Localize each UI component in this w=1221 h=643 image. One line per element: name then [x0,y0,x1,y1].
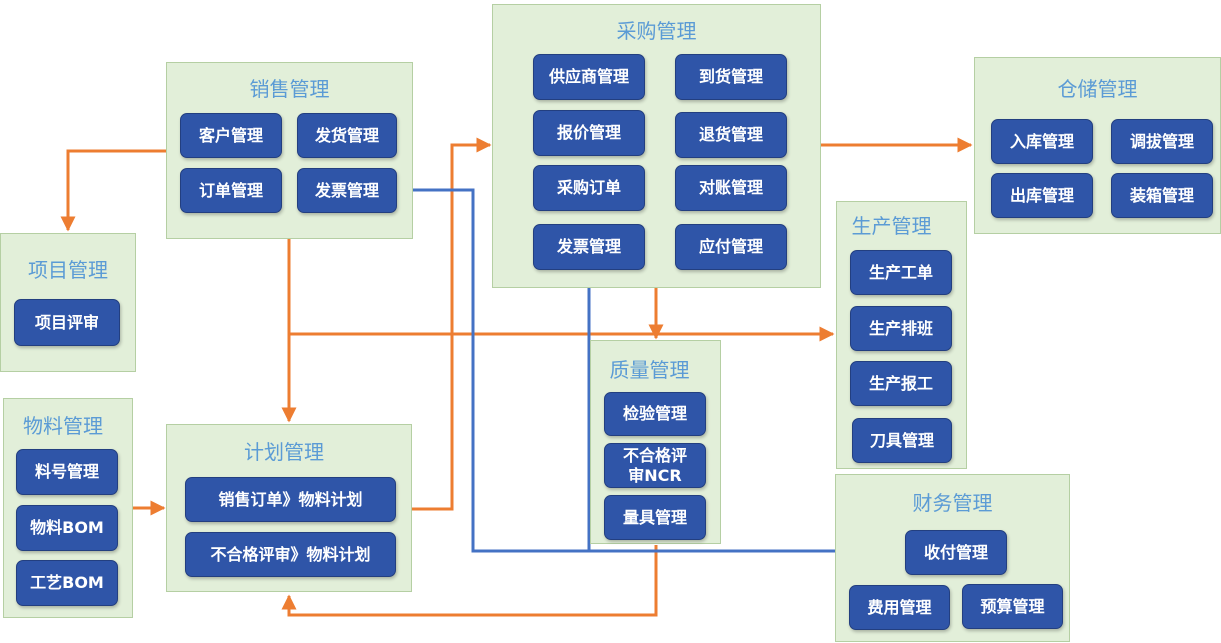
project-panel: 项目管理 项目评审 [0,233,136,372]
receipt-payment-button[interactable]: 收付管理 [905,530,1007,575]
sales-title: 销售管理 [249,77,330,101]
finance-panel: 财务管理 收付管理 费用管理 预算管理 [835,474,1070,642]
process-bom-button[interactable]: 工艺BOM [16,560,118,606]
work-order-button[interactable]: 生产工单 [850,250,952,295]
warehouse-title: 仓储管理 [1057,77,1138,101]
project-review-button[interactable]: 项目评审 [14,299,120,346]
order-button[interactable]: 订单管理 [180,168,282,213]
purchase-order-button[interactable]: 采购订单 [533,165,645,211]
purchase-title: 采购管理 [616,19,697,43]
inbound-button[interactable]: 入库管理 [991,119,1093,164]
arrow-sales-to-project [60,149,166,232]
sales-invoice-button[interactable]: 发票管理 [297,168,397,213]
transfer-button[interactable]: 调拔管理 [1111,119,1213,164]
reconcile-button[interactable]: 对账管理 [675,165,787,211]
budget-button[interactable]: 预算管理 [962,584,1063,629]
quality-title: 质量管理 [609,358,690,382]
report-work-button[interactable]: 生产报工 [850,361,952,406]
inspection-button[interactable]: 检验管理 [604,392,706,436]
part-number-button[interactable]: 料号管理 [16,449,118,495]
plan-title: 计划管理 [244,440,324,464]
material-panel: 物料管理 料号管理 物料BOM 工艺BOM [3,398,133,618]
packing-button[interactable]: 装箱管理 [1111,173,1213,218]
quote-button[interactable]: 报价管理 [533,110,645,156]
plan-panel: 计划管理 销售订单》物料计划 不合格评审》物料计划 [166,424,412,592]
ncr-plan-button[interactable]: 不合格评审》物料计划 [185,532,396,577]
return-button[interactable]: 退货管理 [675,112,787,158]
purchase-invoice-button[interactable]: 发票管理 [533,224,645,270]
purchase-panel: 采购管理 供应商管理 到货管理 报价管理 退货管理 采购订单 对账管理 发票管理… [492,4,821,288]
sales-order-plan-button[interactable]: 销售订单》物料计划 [185,477,396,522]
arrow-plan-to-purchase [412,137,492,511]
gauge-button[interactable]: 量具管理 [604,495,706,540]
finance-title: 财务管理 [912,491,993,515]
supplier-button[interactable]: 供应商管理 [533,54,645,100]
arrival-button[interactable]: 到货管理 [675,54,787,100]
production-title: 生产管理 [851,214,932,238]
customer-button[interactable]: 客户管理 [180,113,282,158]
ncr-button[interactable]: 不合格评审NCR [604,443,706,488]
production-panel: 生产管理 生产工单 生产排班 生产报工 刀具管理 [836,201,967,469]
tool-button[interactable]: 刀具管理 [852,418,952,463]
warehouse-panel: 仓储管理 入库管理 调拔管理 出库管理 装箱管理 [974,57,1221,234]
expense-button[interactable]: 费用管理 [849,585,950,630]
material-bom-button[interactable]: 物料BOM [16,505,118,551]
quality-panel: 质量管理 检验管理 不合格评审NCR 量具管理 [590,340,721,544]
scheduling-button[interactable]: 生产排班 [850,306,952,351]
material-title: 物料管理 [23,414,103,438]
shipping-button[interactable]: 发货管理 [297,113,397,158]
project-title: 项目管理 [28,258,108,282]
outbound-button[interactable]: 出库管理 [991,173,1093,218]
sales-panel: 销售管理 客户管理 发货管理 订单管理 发票管理 [166,62,413,239]
payable-button[interactable]: 应付管理 [675,224,787,270]
